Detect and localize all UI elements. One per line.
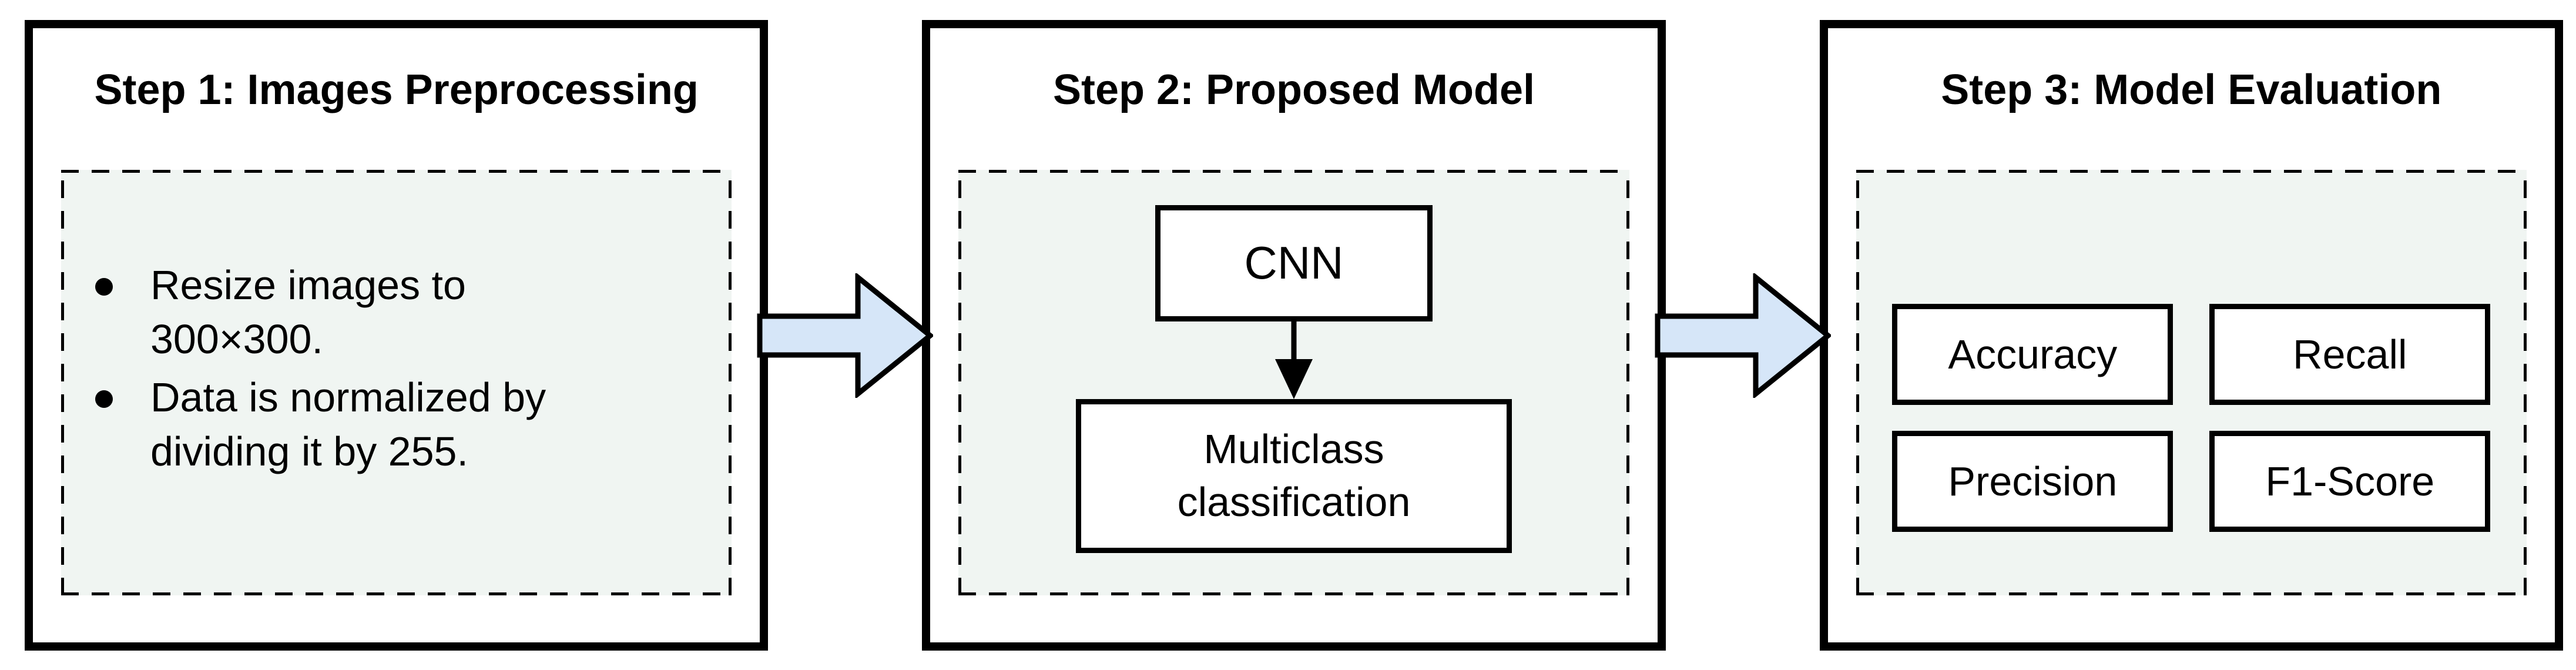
metric-box-f1-score: F1-Score <box>2209 430 2491 532</box>
metrics-grid: Accuracy Recall Precision F1-Score <box>1856 303 2527 532</box>
right-block-arrow-icon <box>1655 273 1831 398</box>
metric-box-accuracy: Accuracy <box>1892 303 2174 405</box>
multiclass-classification-node: Multiclass classification <box>1075 398 1512 553</box>
panel-step2-proposed-model: Step 2: Proposed Model CNN Multiclass cl… <box>922 20 1666 651</box>
list-item-resize: Resize images to 300×300. <box>85 258 720 367</box>
preprocessing-bullet-list: Resize images to 300×300. Data is normal… <box>61 258 732 479</box>
panel-step1-images-preprocessing: Step 1: Images Preprocessing Resize imag… <box>25 20 769 651</box>
list-item-normalize: Data is normalized by dividing it by 255… <box>85 370 720 479</box>
bullet-text: Resize images to 300×300. <box>150 262 466 363</box>
step1-content-box: Resize images to 300×300. Data is normal… <box>61 169 732 595</box>
right-block-arrow-icon <box>757 273 934 398</box>
panel-title-step3: Step 3: Model Evaluation <box>1941 66 2442 113</box>
flow-arrow-gap-1 <box>757 20 934 651</box>
panel-title-step1: Step 1: Images Preprocessing <box>94 66 699 113</box>
flow-arrow-gap-2 <box>1655 20 1831 651</box>
step2-content-box: CNN Multiclass classification <box>958 169 1629 595</box>
down-arrow-icon <box>1274 321 1313 399</box>
panel-title-step2: Step 2: Proposed Model <box>1052 66 1535 113</box>
metric-box-precision: Precision <box>1892 430 2174 532</box>
cnn-node: CNN <box>1155 205 1433 321</box>
bullet-text: Data is normalized by dividing it by 255… <box>150 374 546 474</box>
panel-step3-model-evaluation: Step 3: Model Evaluation Accuracy Recall… <box>1819 20 2563 651</box>
metric-box-recall: Recall <box>2209 303 2491 405</box>
step3-content-box: Accuracy Recall Precision F1-Score <box>1856 169 2527 595</box>
